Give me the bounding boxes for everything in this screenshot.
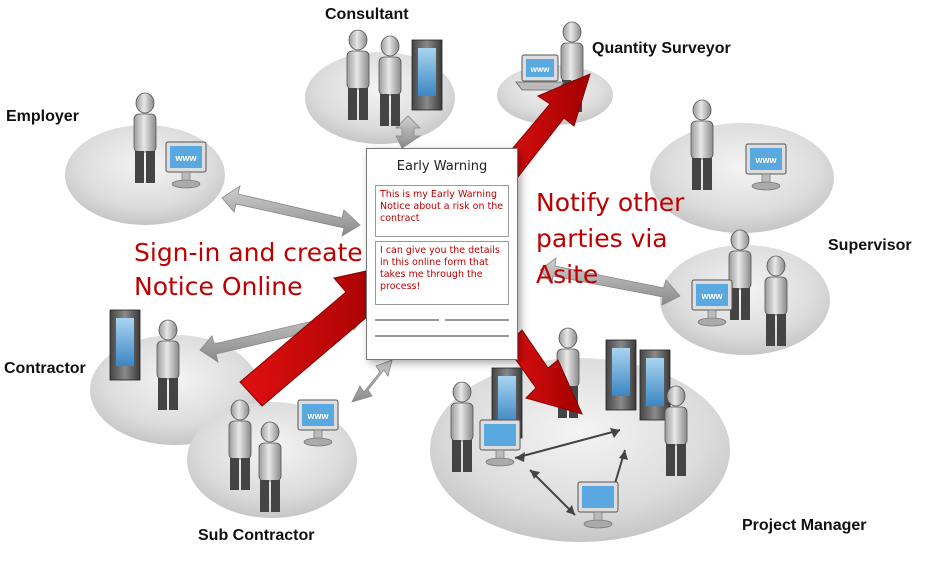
sub-contractor-screen-text: www (306, 411, 329, 421)
notice-box-intro: This is my Early Warning Notice about a … (375, 185, 509, 237)
label-supervisor: Supervisor (828, 237, 912, 254)
gray-arrow-consultant (395, 115, 422, 149)
consultant-server-icon (411, 39, 443, 111)
label-quantity-surveyor: Quantity Surveyor (592, 40, 731, 57)
gray-arrow-sub-contractor (351, 359, 393, 403)
label-employer: Employer (6, 108, 79, 125)
notice-title: Early Warning (396, 159, 488, 174)
label-contractor: Contractor (4, 360, 86, 377)
notice-box-details: I can give you the details in this onlin… (375, 241, 509, 305)
employer-screen-text: www (174, 153, 197, 163)
callout-notify-line2: parties via (536, 224, 668, 253)
contractor-server-icon (109, 309, 141, 381)
gray-arrow-employer (221, 185, 361, 237)
callout-sign-in-line1: Sign-in and create (134, 238, 363, 267)
red-arrow-to-quantity-surveyor (495, 73, 591, 183)
supervisor-screen-text-1: www (754, 155, 777, 165)
early-warning-notice: Early Warning This is my Early Warning N… (366, 148, 518, 360)
notice-divider-line (445, 319, 509, 321)
quantity-surveyor-laptop-icon: www (515, 54, 565, 91)
callout-sign-in-line2: Notice Online (134, 272, 303, 301)
qs-screen-text: www (530, 65, 550, 74)
notice-divider-line (375, 335, 509, 337)
callout-notify-line1: Notify other (536, 188, 685, 217)
callout-notify-line3: Asite (536, 260, 599, 289)
supervisor-screen-text-2: www (700, 291, 723, 301)
label-consultant: Consultant (325, 6, 409, 23)
label-project-manager: Project Manager (742, 517, 867, 534)
gray-arrow-supervisor (539, 257, 681, 306)
pm-server-icon-2 (605, 339, 637, 411)
label-sub-contractor: Sub Contractor (198, 527, 315, 544)
notice-divider-line (375, 319, 439, 321)
